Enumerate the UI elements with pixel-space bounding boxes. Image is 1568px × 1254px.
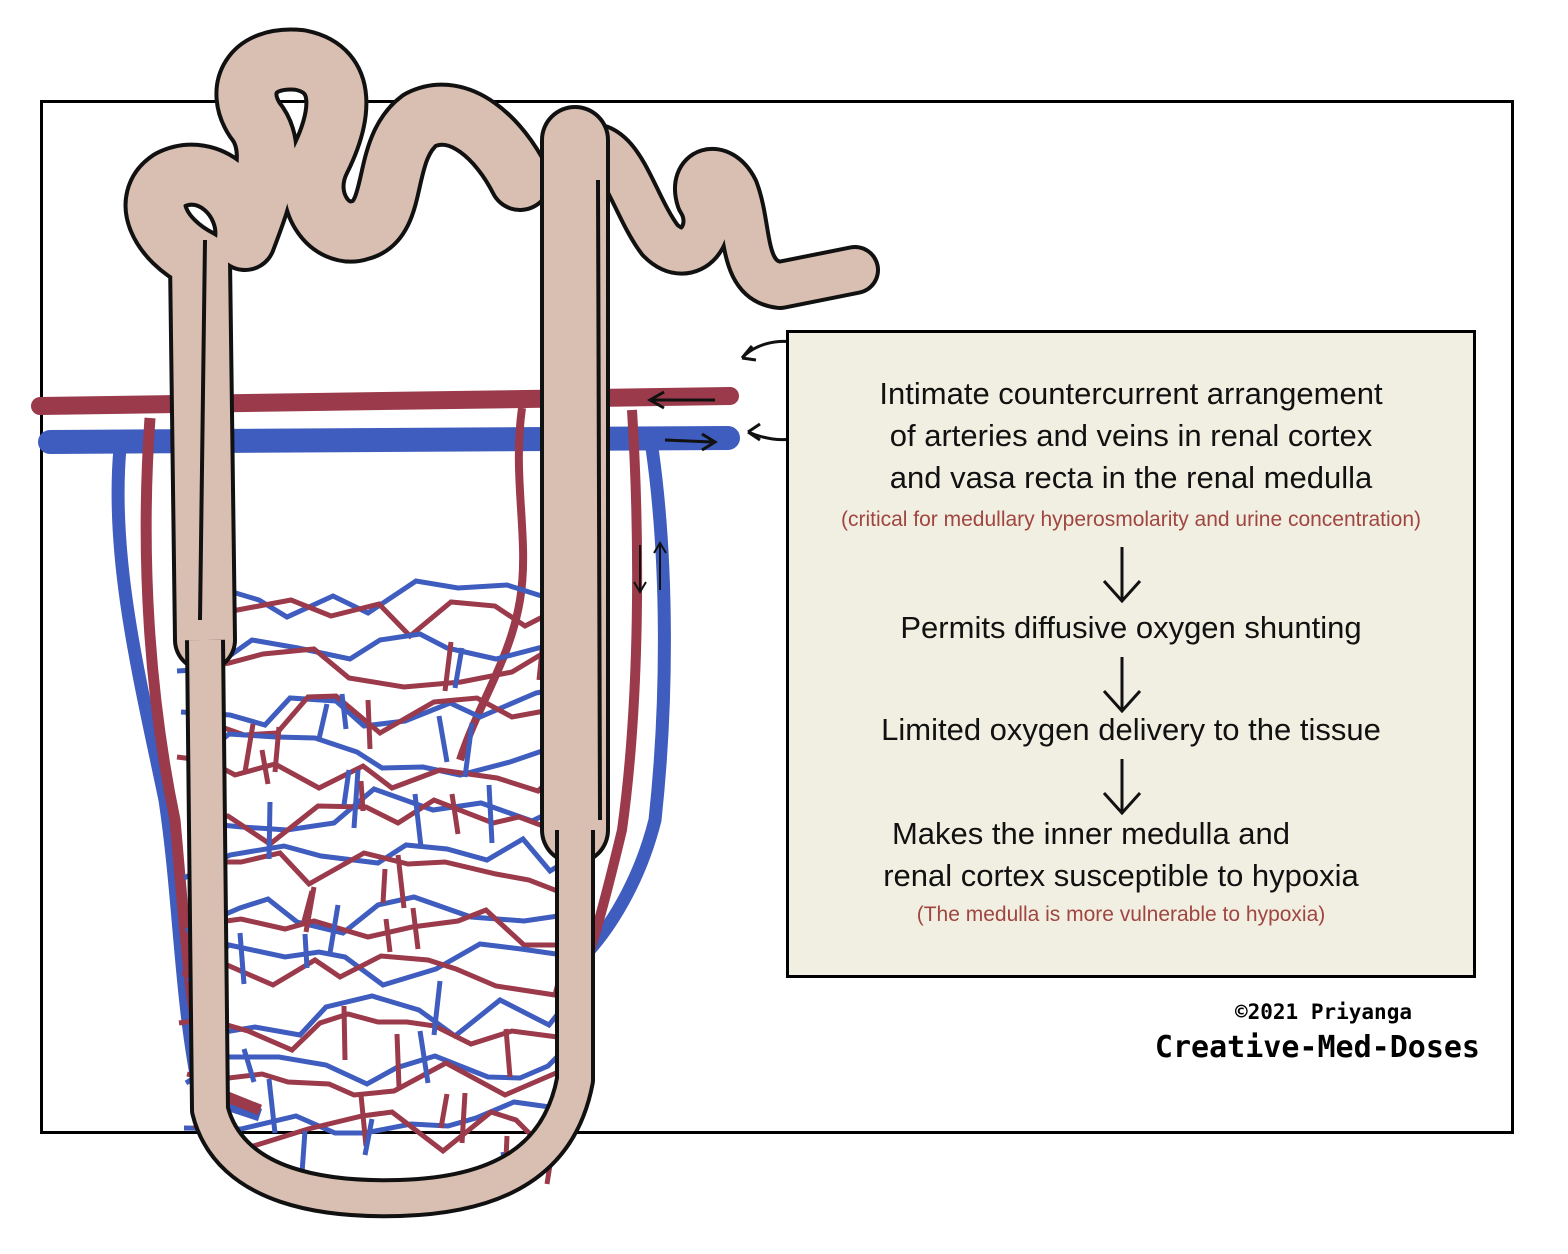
capillary-link [438,1093,450,1129]
left-vein-descending [111,447,263,1122]
capillary-link [272,726,282,773]
down-arrow-icon [1102,759,1142,815]
flow-arrow-icon [653,541,667,590]
capillary-artery [202,597,564,640]
capillary-link [358,780,366,812]
cortical-vein [38,426,740,454]
capillary-link [486,784,495,844]
nephron-tubule [123,27,880,1219]
capillary-link [266,1078,278,1134]
heading-line-2: of arteries and veins in renal cortex [889,418,1373,453]
down-arrow-icon [1102,657,1142,713]
copyright-text: ©2021 Priyanga [1234,1000,1412,1024]
capillary-link [327,904,341,954]
capillary-network [176,578,568,1189]
flow-arrow-icon [633,545,647,594]
explanation-box: Intimate countercurrent arrangement of a… [786,330,1476,978]
step-3-line-1: Makes the inner medulla and [891,816,1291,851]
capillary-link [395,854,407,909]
capillary-vein [188,578,568,620]
capillary-link [242,723,256,773]
capillary-link [503,1028,513,1078]
capillary-link [362,1118,375,1156]
capillary-link [449,793,461,835]
capillary-link [383,918,393,953]
capillary-artery [202,850,566,897]
step-2-text: Limited oxygen delivery to the tissue [881,712,1381,747]
capillary-link [394,1033,402,1088]
capillary-link [365,699,373,750]
capillary-link [442,641,454,692]
capillary-vein [186,941,564,988]
step-3-note: (The medulla is more vulnerable to hypox… [916,903,1326,926]
capillary-link [266,801,273,860]
capillary-link [237,932,247,985]
capillary-vein [180,685,563,729]
capillary-vein [182,835,567,881]
vasa-recta-branch [456,407,528,762]
capillary-link [417,1030,431,1084]
capillary-vein [197,731,567,778]
capillary-link [341,1005,348,1061]
flow-arrow-icon [646,390,715,410]
heading-line-1: Intimate countercurrent arrangement [879,376,1383,411]
capillary-link [341,769,352,806]
capillary-link [358,1094,369,1147]
capillary-link [431,980,443,1036]
down-arrow-icon [1102,547,1142,603]
capillary-link [299,1130,308,1174]
capillary-link [300,890,315,926]
capillary-link [452,647,465,689]
capillary-link [459,1092,468,1144]
capillary-artery [186,1060,564,1098]
cortical-artery [31,387,739,415]
heading-note: (critical for medullary hyperosmolarity … [840,508,1422,531]
capillary-artery [203,907,565,948]
brand-text: Creative-Med-Doses [1154,1030,1480,1065]
credit: ©2021 Priyanga Creative-Med-Doses [1140,1000,1480,1065]
capillary-artery [187,641,568,690]
capillary-link [410,907,421,950]
right-vein-descending [575,447,671,965]
capillary-link [412,793,424,848]
step-1-text: Permits diffusive oxygen shunting [900,610,1362,645]
right-artery-descending [585,409,643,952]
capillary-vein [199,993,567,1040]
capillary-link [259,749,271,785]
flow-arrow-icon [664,432,718,452]
capillary-link [351,769,361,829]
capillary-link [302,933,310,969]
blood-vessels [31,387,740,1189]
step-3-line-2: renal cortex susceptible to hypoxia [883,858,1359,893]
capillary-vein [189,786,567,833]
capillary-artery [195,693,566,738]
heading-line-3: and vasa recta in the renal medulla [889,460,1373,495]
capillary-link [316,703,330,740]
capillary-vein [185,894,567,936]
capillary-artery [181,953,568,998]
capillary-artery [178,1011,566,1053]
figure-frame [40,100,1514,1134]
capillary-artery [200,797,566,848]
capillary-link [462,722,475,778]
capillary-link [339,693,349,730]
capillary-link [436,715,450,763]
capillary-link [380,868,388,904]
capillary-link [241,1048,257,1083]
capillary-vein [176,631,567,674]
